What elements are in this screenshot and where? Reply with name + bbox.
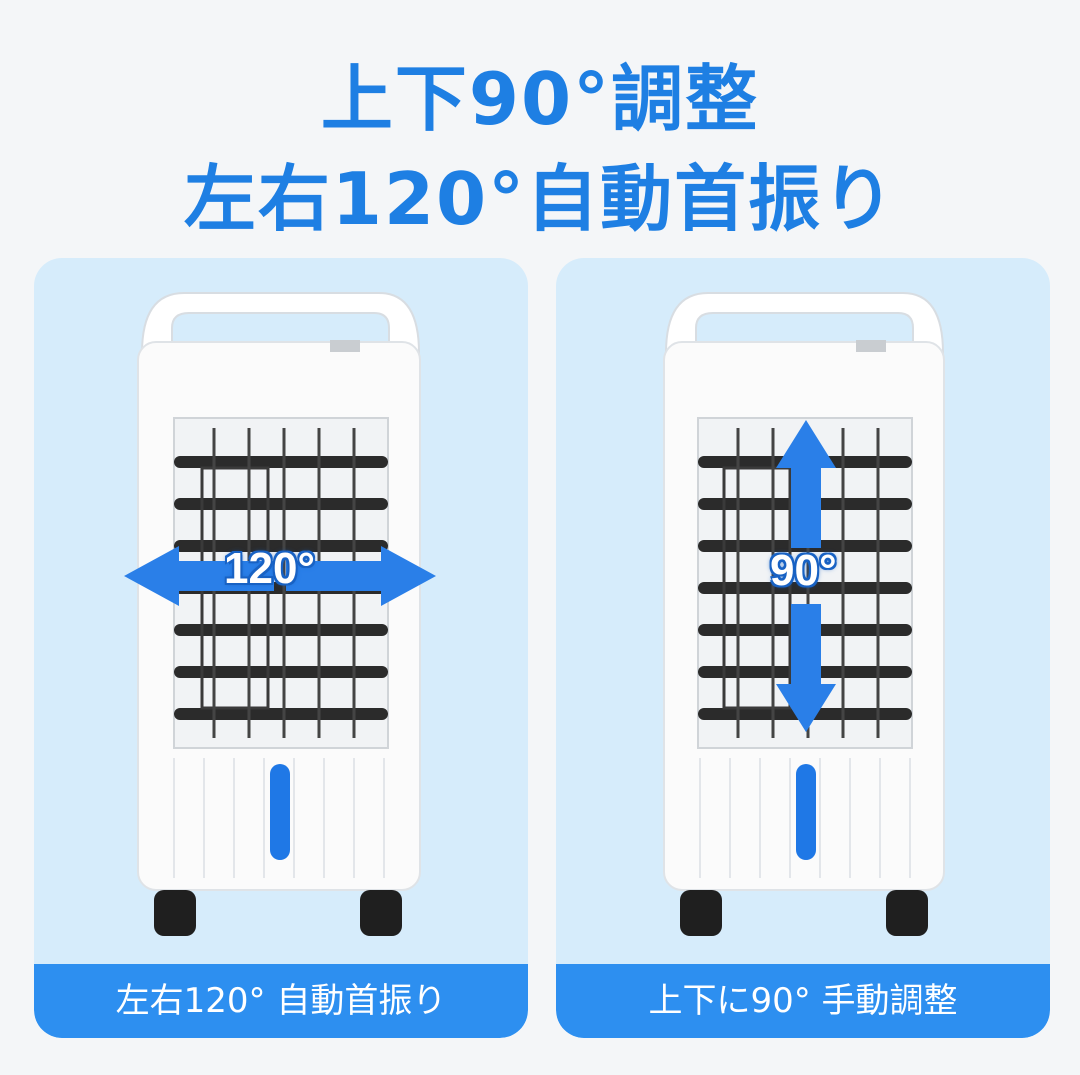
water-level-gauge [270,764,290,860]
horizontal-arrow-icon [124,546,436,606]
air-cooler-illustration [124,292,436,936]
headline-line-1: 上下90°調整 [320,57,760,141]
angle-label: 90° [770,546,837,595]
panel-vertical-adjust: 90° 上下に90° 手動調整 [556,258,1050,1038]
caption: 左右120° 自動首振り [34,964,528,1038]
panel-horizontal-swing: 120° 左右120° 自動首振り [34,258,528,1038]
vertical-arrow-icon [776,420,836,732]
water-level-gauge [796,764,816,860]
air-cooler-illustration [663,292,945,936]
caption: 上下に90° 手動調整 [556,964,1050,1038]
angle-label: 120° [224,544,316,593]
headline-line-2: 左右120°自動首振り [183,157,897,241]
